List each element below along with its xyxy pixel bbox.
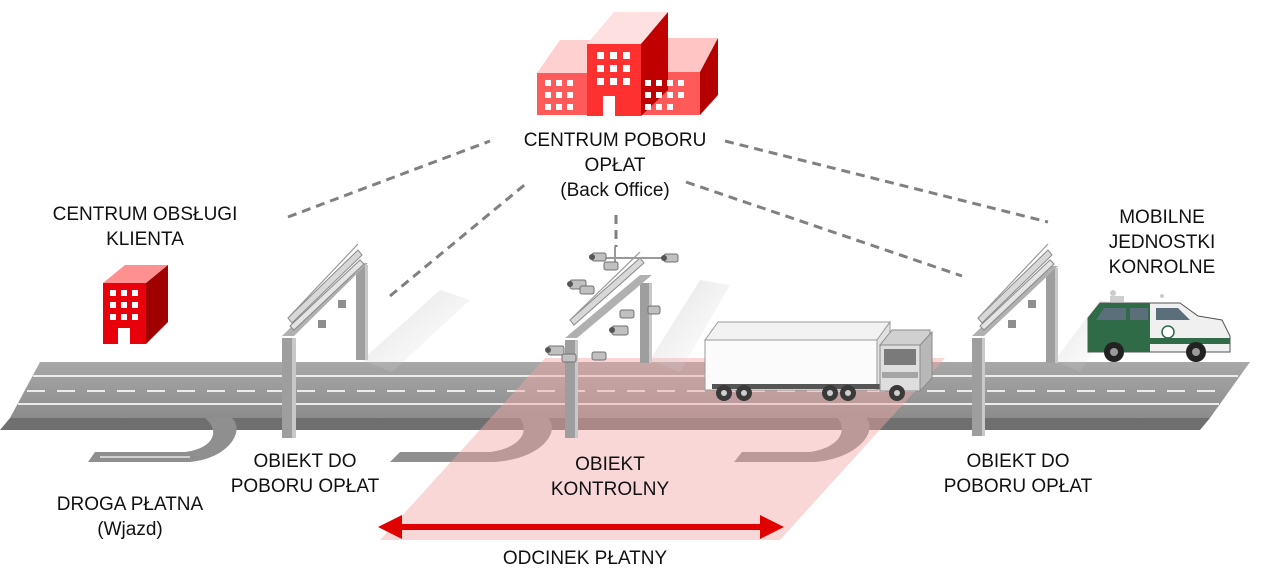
- toll-gantry-right-icon: [972, 243, 1058, 436]
- mobile-units-label: MOBILNE JEDNOSTKI KONROLNE: [1072, 205, 1252, 280]
- toll-point-right-label: OBIEKT DO POBORU OPŁAT: [918, 449, 1118, 499]
- toll-point-left-label: OBIEKT DO POBORU OPŁAT: [210, 449, 400, 499]
- mobile-units-label-line1: MOBILNE: [1119, 207, 1205, 228]
- customer-center-label: CENTRUM OBSŁUGI KLIENTA: [20, 202, 270, 252]
- back-office-label-line1: CENTRUM POBORU: [523, 130, 707, 151]
- toll-section-label-text: ODCINEK PŁATNY: [502, 548, 668, 569]
- mobile-units-label-line2: JEDNOSTKI: [1108, 232, 1216, 253]
- back-office-building-icon: [537, 12, 718, 116]
- toll-road-label-line1: DROGA PŁATNA: [56, 494, 204, 515]
- back-office-label: CENTRUM POBORU OPŁAT (Back Office): [500, 128, 730, 203]
- back-office-label-line3: (Back Office): [560, 180, 670, 201]
- toll-point-right-label-line2: POBORU OPŁAT: [943, 476, 1093, 497]
- control-car-icon: [1087, 290, 1231, 362]
- customer-center-label-line1: CENTRUM OBSŁUGI: [52, 204, 238, 225]
- communication-links: [287, 139, 1049, 298]
- road: [0, 362, 1250, 462]
- customer-center-building-icon: [103, 265, 168, 344]
- toll-gantry-left-icon: [282, 243, 368, 438]
- toll-section-label: ODCINEK PŁATNY: [470, 546, 700, 571]
- control-point-label-line2: KONTROLNY: [550, 479, 670, 500]
- toll-zone: [380, 358, 945, 540]
- control-point-label: OBIEKT KONTROLNY: [510, 452, 710, 502]
- control-point-label-line1: OBIEKT: [575, 454, 645, 475]
- mobile-units-label-line3: KONROLNE: [1108, 257, 1216, 278]
- toll-point-left-label-line1: OBIEKT DO: [253, 451, 357, 472]
- toll-road-label-line2: (Wjazd): [97, 519, 163, 540]
- toll-road-label: DROGA PŁATNA (Wjazd): [30, 492, 230, 542]
- back-office-label-line2: OPŁAT: [584, 155, 646, 176]
- control-gantry-icon: [545, 247, 679, 438]
- toll-point-left-label-line2: POBORU OPŁAT: [230, 476, 380, 497]
- customer-center-label-line2: KLIENTA: [106, 229, 184, 250]
- toll-point-right-label-line1: OBIEKT DO: [966, 451, 1070, 472]
- truck-icon: [704, 320, 933, 401]
